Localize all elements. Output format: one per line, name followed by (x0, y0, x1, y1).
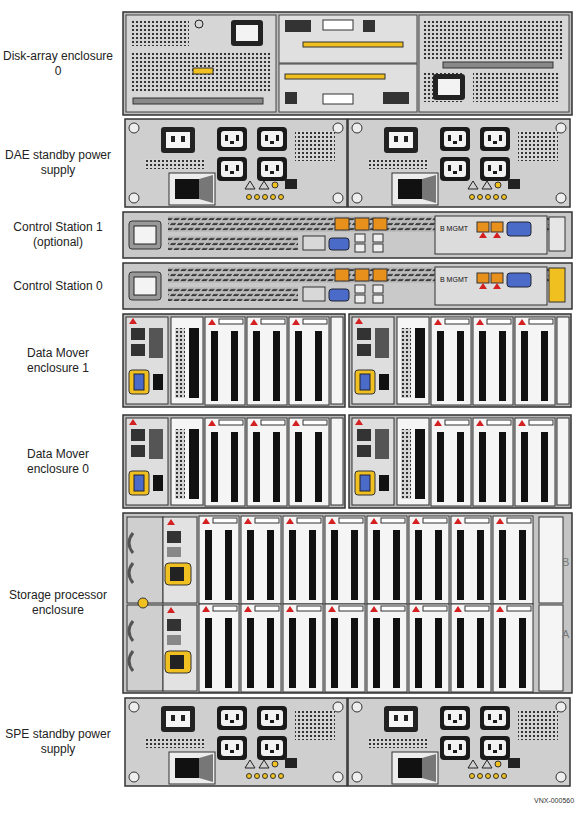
slot-letter: A (562, 628, 569, 640)
enclosure-label: Control Station 0 (2, 263, 114, 309)
enclosure-label: Data Mover enclosure 1 (2, 314, 114, 407)
slot-letter: B (562, 556, 569, 568)
hardware-enclosure: Storage processor enclosure (123, 513, 572, 693)
enclosure-label: Control Station 1 (optional) (2, 212, 114, 258)
hardware-enclosure: Control Station 1 (optional) (123, 212, 572, 258)
hardware-enclosure: Data Mover enclosure 0 (123, 415, 571, 508)
hardware-enclosure: SPE standby power supply (125, 698, 570, 786)
enclosure-label: DAE standby power supply (2, 119, 114, 207)
enclosure-label: Data Mover enclosure 0 (2, 415, 114, 508)
port-label: B MGMT (440, 225, 468, 232)
enclosure-label: Storage processor enclosure (2, 513, 114, 693)
enclosure-label: Disk-array enclosure 0 (2, 12, 114, 115)
figure-id: VNX-000560 (534, 797, 574, 804)
hardware-enclosure: Data Mover enclosure 1 (123, 314, 571, 407)
port-label: B MGMT (440, 276, 468, 283)
hardware-enclosure: Disk-array enclosure 0 (123, 12, 572, 115)
enclosure-label: SPE standby power supply (2, 698, 114, 786)
hardware-enclosure: DAE standby power supply (125, 119, 570, 207)
hardware-enclosure: Control Station 0 (123, 263, 572, 309)
